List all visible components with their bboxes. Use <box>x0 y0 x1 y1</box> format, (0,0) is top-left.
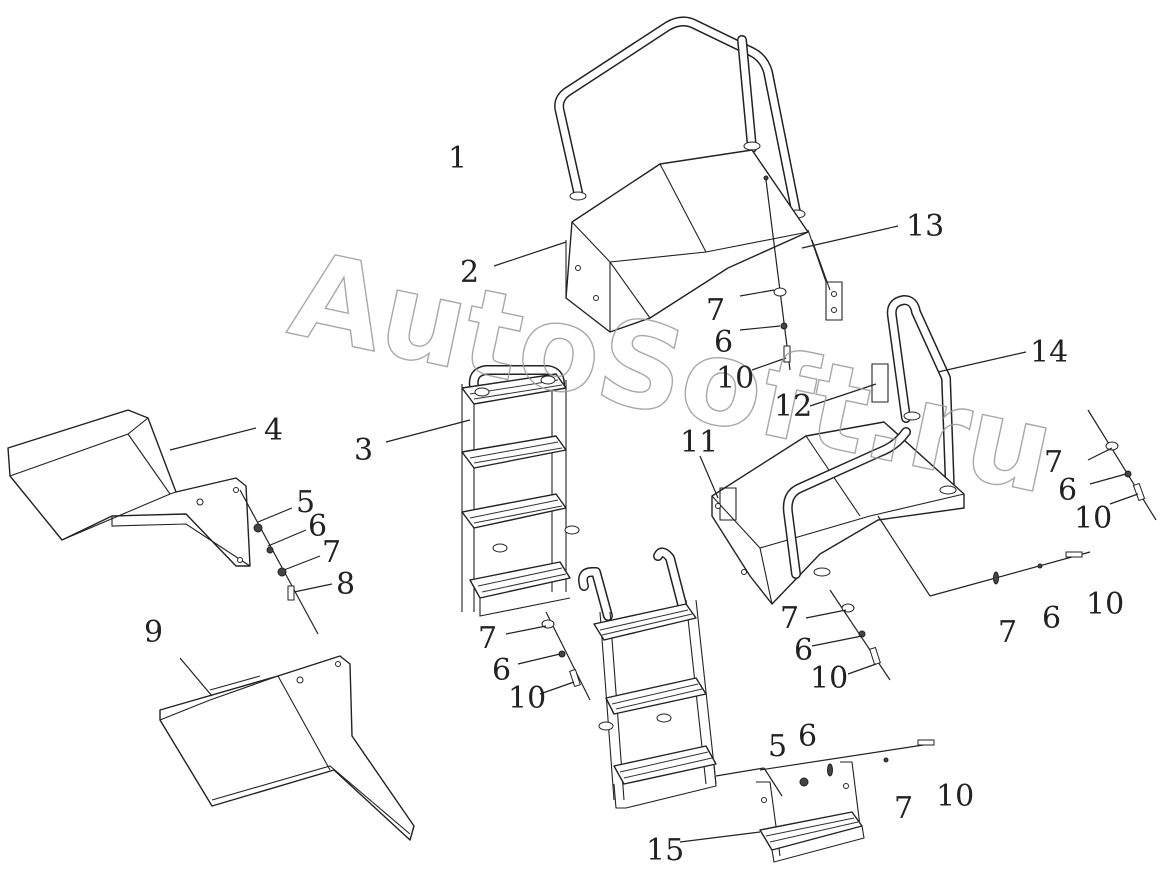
lower-ladder-icon <box>578 547 717 809</box>
callout-7: 7 <box>780 601 799 636</box>
fastener-stack-icon <box>929 551 1091 597</box>
callout-6: 6 <box>308 509 327 544</box>
callout-10: 10 <box>810 661 848 696</box>
callout-12: 12 <box>774 389 812 424</box>
callout-6: 6 <box>798 719 817 754</box>
leader-lines <box>169 225 1139 843</box>
callout-7: 7 <box>998 615 1017 650</box>
callout-10: 10 <box>716 361 754 396</box>
callout-7: 7 <box>322 535 341 570</box>
ladder-tread <box>469 561 571 599</box>
step-platform-icon <box>565 149 809 333</box>
callout-10: 10 <box>1086 587 1124 622</box>
step-assembly-icon <box>711 295 965 605</box>
callout-13: 13 <box>906 209 944 244</box>
callout-7: 7 <box>478 621 497 656</box>
callout-11: 11 <box>680 425 718 460</box>
ladder-tread <box>461 435 567 469</box>
callout-6: 6 <box>714 325 733 360</box>
handrail-platform-assembly <box>554 16 843 371</box>
callout-2: 2 <box>460 255 479 290</box>
callout-9: 9 <box>144 615 163 650</box>
ladder-tread <box>613 745 717 785</box>
callout-6: 6 <box>492 653 511 688</box>
handrail-icon <box>554 16 806 219</box>
callout-6: 6 <box>1058 473 1077 508</box>
small-step-icon <box>756 761 865 863</box>
fender-right-icon <box>159 655 415 841</box>
ladder-tread <box>461 493 567 529</box>
callout-labels: 1 2 13 7 6 10 3 4 5 6 7 8 9 14 12 11 7 6… <box>144 141 1124 868</box>
fastener-stack-icon <box>1087 409 1157 521</box>
callout-10: 10 <box>508 681 546 716</box>
ladder-tread <box>593 603 697 641</box>
fastener-stack-icon <box>765 179 791 371</box>
callout-4: 4 <box>264 413 283 448</box>
callout-7: 7 <box>1044 445 1063 480</box>
callout-8: 8 <box>336 567 355 602</box>
callout-7: 7 <box>894 791 913 826</box>
fastener-stack-icon <box>541 611 591 701</box>
callout-5: 5 <box>768 729 787 764</box>
fastener-stack-icon <box>759 739 935 787</box>
ladder-tread <box>605 677 707 715</box>
ladder-icon <box>461 365 580 617</box>
callout-15: 15 <box>646 833 684 868</box>
callout-6: 6 <box>1042 601 1061 636</box>
fender-left-icon <box>7 409 319 635</box>
callout-1: 1 <box>448 141 467 176</box>
callout-10: 10 <box>936 779 974 814</box>
callout-14: 14 <box>1030 335 1068 370</box>
callout-3: 3 <box>354 433 373 468</box>
callout-10: 10 <box>1074 501 1112 536</box>
callout-7: 7 <box>706 293 725 328</box>
callout-6: 6 <box>794 633 813 668</box>
bracket-icon <box>807 229 843 321</box>
callout-5: 5 <box>296 485 315 520</box>
